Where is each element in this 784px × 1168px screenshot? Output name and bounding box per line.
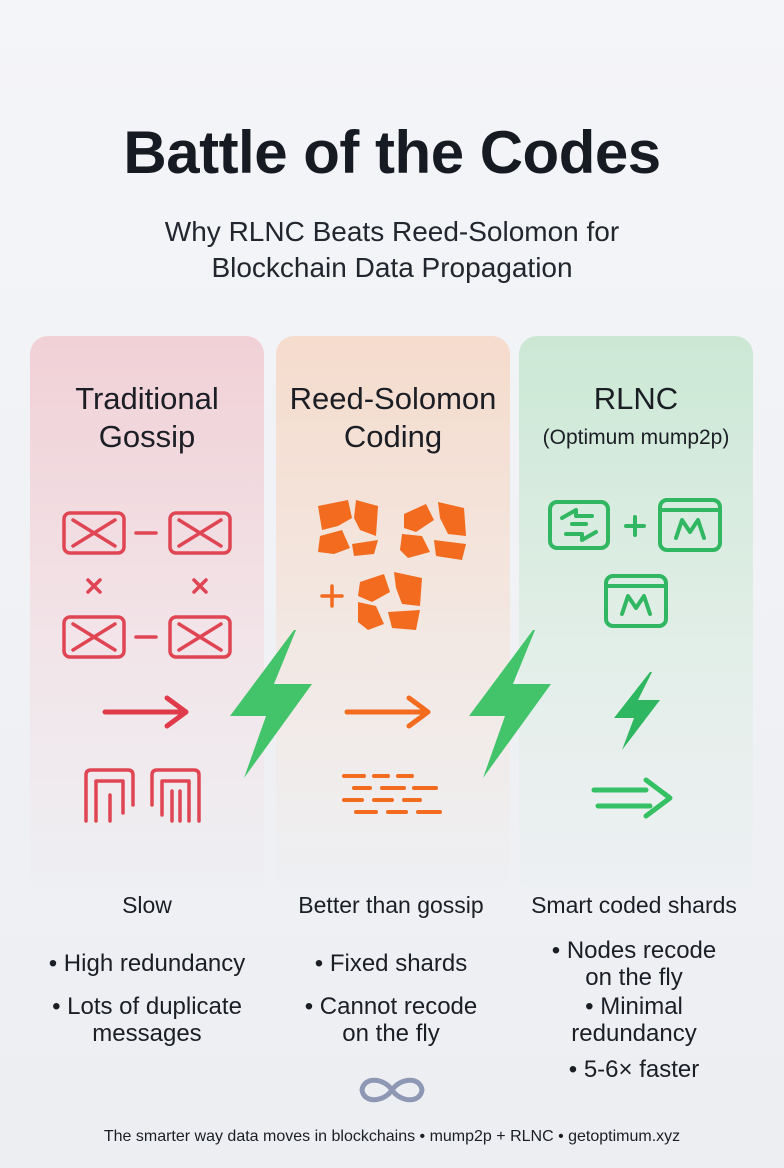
rlnc-verdict: Smart coded shards [531,892,737,918]
rs-shards-icon [318,500,466,630]
rlnc-bullet-1: • Nodes recode [551,937,717,964]
rlnc-fast-arrow-icon [591,777,673,819]
rlnc-title-line-2: (Optimum mump2p) [542,426,730,449]
rlnc-bullet-3: • 5-6× faster [568,1056,700,1083]
rlnc-column: RLNC (Optimum mump2p) [519,336,753,896]
page-title: Battle of the Codes [123,119,661,186]
lightning-bolt-icon-2 [469,630,551,778]
gossip-verdict: Slow [122,892,172,918]
gossip-arrow-icon [102,695,189,729]
rs-bullet-2: • Cannot recode [304,993,478,1020]
gossip-title-line-1: Traditional [75,381,219,416]
rlnc-bullet-2-cont: redundancy [571,1020,697,1047]
rs-arrow-icon [344,695,431,729]
gossip-bullet-1: • High redundancy [48,950,246,977]
rs-title-line-1: Reed-Solomon [289,381,497,416]
rs-bullet-2-cont: on the fly [342,1020,440,1047]
rs-bullet-1: • Fixed shards [314,950,468,977]
reed-solomon-column: Reed-Solomon Coding [276,336,510,896]
rlnc-title-line-1: RLNC [593,381,679,416]
gossip-bullet-2-cont: messages [92,1020,202,1047]
infinity-logo-icon [359,1077,425,1103]
lightning-bolt-icon-1 [230,630,312,778]
subtitle-line-1: Why RLNC Beats Reed-Solomon for [164,216,620,247]
rlnc-bullet-2: • Minimal [585,993,683,1020]
rlnc-lightning-icon [614,672,660,750]
rs-fragments-icon [342,774,442,814]
gossip-title-line-2: Gossip [98,419,196,454]
rlnc-bullet-1-cont: on the fly [585,964,683,991]
rs-verdict: Better than gossip [298,892,484,918]
footer-tagline: The smarter way data moves in blockchain… [103,1128,681,1145]
rlnc-coded-blocks-icon [548,498,722,628]
gossip-bullet-2: • Lots of duplicate [52,993,242,1020]
page-subtitle: Why RLNC Beats Reed-Solomon for Blockcha… [0,214,784,286]
rs-title-line-2: Coding [343,419,443,454]
gossip-nodes-icon [84,768,201,823]
subtitle-line-2: Blockchain Data Propagation [211,252,573,283]
gossip-packets-icon [62,511,232,659]
